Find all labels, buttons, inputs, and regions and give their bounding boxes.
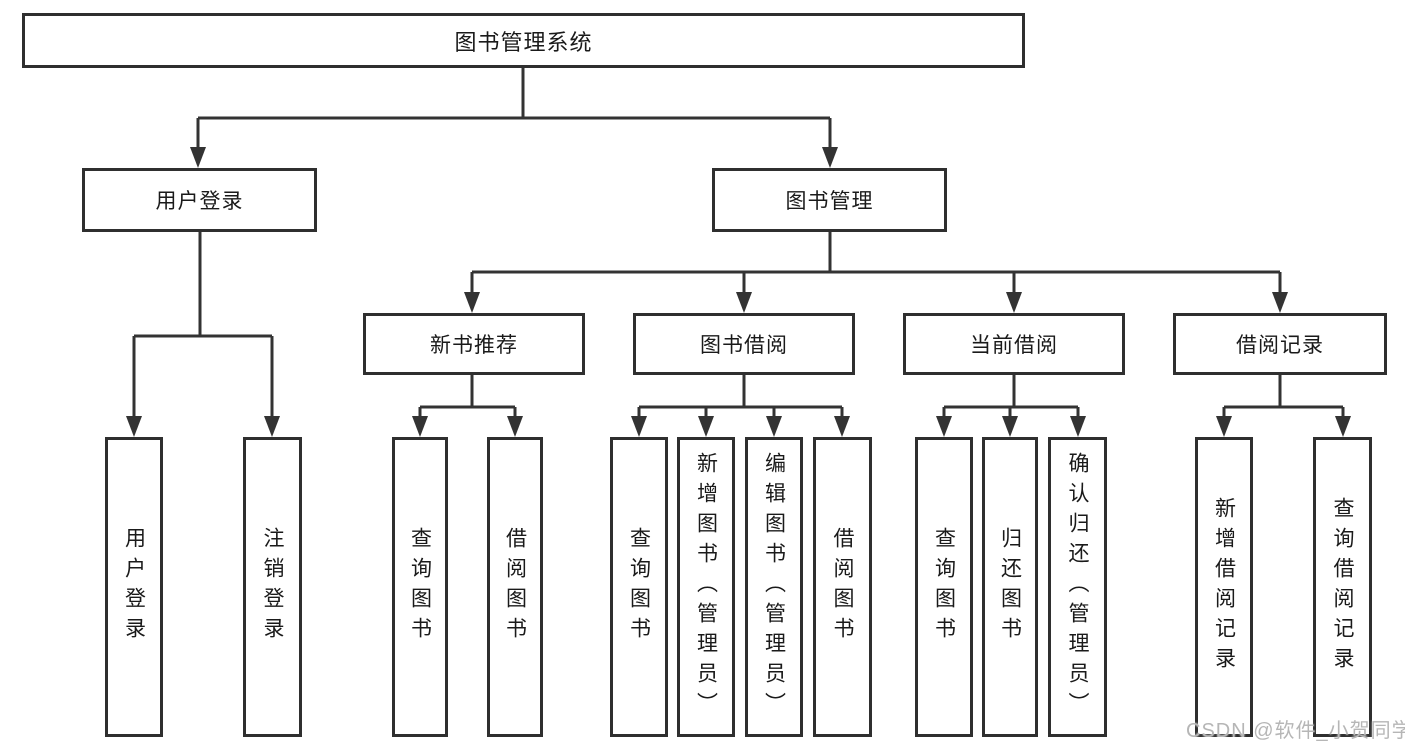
node-new-book-recommend-label: 新书推荐 — [430, 334, 518, 357]
arrowhead — [1335, 416, 1351, 437]
leaf-add-borrow-record-label: 新增借阅记录 — [1212, 497, 1236, 677]
leaf-user-login: 用户登录 — [105, 437, 163, 737]
arrowhead — [1216, 416, 1232, 437]
arrowhead — [936, 416, 952, 437]
leaf-query-borrow-record: 查询借阅记录 — [1313, 437, 1372, 737]
leaf-add-borrow-record: 新增借阅记录 — [1195, 437, 1253, 737]
connector-root-to-level2 — [196, 68, 832, 152]
leaf-query-borrow-record-label: 查询借阅记录 — [1331, 497, 1354, 677]
arrowhead — [1002, 416, 1018, 437]
leaf-query-books-3: 查询图书 — [915, 437, 973, 737]
node-book-management-label: 图书管理 — [785, 190, 874, 213]
leaf-edit-books-admin-label: 编辑图书（管理员） — [762, 452, 786, 722]
arrowhead — [1070, 416, 1086, 437]
leaf-borrow-books-2: 借阅图书 — [813, 437, 872, 737]
arrowhead — [766, 416, 782, 437]
node-borrowing-records: 借阅记录 — [1173, 313, 1387, 375]
leaf-borrow-books-2-label: 借阅图书 — [831, 527, 854, 647]
leaf-return-books: 归还图书 — [982, 437, 1038, 737]
arrowhead — [736, 292, 752, 313]
leaf-borrow-books-1: 借阅图书 — [487, 437, 543, 737]
node-current-borrowing-label: 当前借阅 — [970, 334, 1058, 357]
leaf-borrow-books-1-label: 借阅图书 — [503, 527, 527, 647]
node-root: 图书管理系统 — [22, 13, 1025, 68]
arrowhead — [412, 416, 428, 437]
arrowhead — [1272, 292, 1288, 313]
connector-bookborrow-to-leaves — [637, 375, 844, 421]
arrowhead — [822, 147, 838, 168]
leaf-query-books-1: 查询图书 — [392, 437, 448, 737]
arrowhead — [464, 292, 480, 313]
arrowhead — [126, 416, 142, 437]
node-new-book-recommend: 新书推荐 — [363, 313, 585, 375]
leaf-user-login-label: 用户登录 — [122, 527, 146, 647]
leaf-confirm-return-admin-label: 确认归还（管理员） — [1066, 452, 1089, 722]
arrowhead — [264, 416, 280, 437]
arrowhead — [190, 147, 206, 168]
connector-newbook-to-leaves — [418, 375, 517, 421]
arrowhead — [1006, 292, 1022, 313]
node-book-borrowing: 图书借阅 — [633, 313, 855, 375]
node-current-borrowing: 当前借阅 — [903, 313, 1125, 375]
arrowhead — [507, 416, 523, 437]
node-user-login-group-label: 用户登录 — [155, 190, 244, 213]
connector-currentborrow-to-leaves — [942, 375, 1080, 421]
leaf-edit-books-admin: 编辑图书（管理员） — [745, 437, 803, 737]
leaf-query-books-3-label: 查询图书 — [932, 527, 956, 647]
watermark: CSDN @软件_小贺同学 — [1186, 720, 1405, 742]
node-book-management: 图书管理 — [712, 168, 947, 232]
leaf-logout: 注销登录 — [243, 437, 302, 737]
leaf-query-books-2: 查询图书 — [610, 437, 668, 737]
leaf-add-books-admin-label: 新增图书（管理员） — [694, 452, 718, 722]
node-root-label: 图书管理系统 — [454, 29, 593, 55]
connector-bookmgmt-to-level3 — [470, 232, 1282, 297]
leaf-add-books-admin: 新增图书（管理员） — [677, 437, 735, 737]
arrowhead — [698, 416, 714, 437]
leaf-logout-label: 注销登录 — [261, 527, 284, 647]
node-user-login-group: 用户登录 — [82, 168, 317, 232]
node-borrowing-records-label: 借阅记录 — [1236, 334, 1324, 357]
leaf-return-books-label: 归还图书 — [998, 527, 1022, 647]
leaf-query-books-2-label: 查询图书 — [627, 527, 651, 647]
connector-borrowrecords-to-leaves — [1222, 375, 1345, 421]
connector-userlogin-to-leaves — [132, 232, 274, 421]
node-book-borrowing-label: 图书借阅 — [700, 334, 788, 357]
arrowhead — [834, 416, 850, 437]
leaf-query-books-1-label: 查询图书 — [408, 527, 432, 647]
leaf-confirm-return-admin: 确认归还（管理员） — [1048, 437, 1107, 737]
arrowhead — [631, 416, 647, 437]
